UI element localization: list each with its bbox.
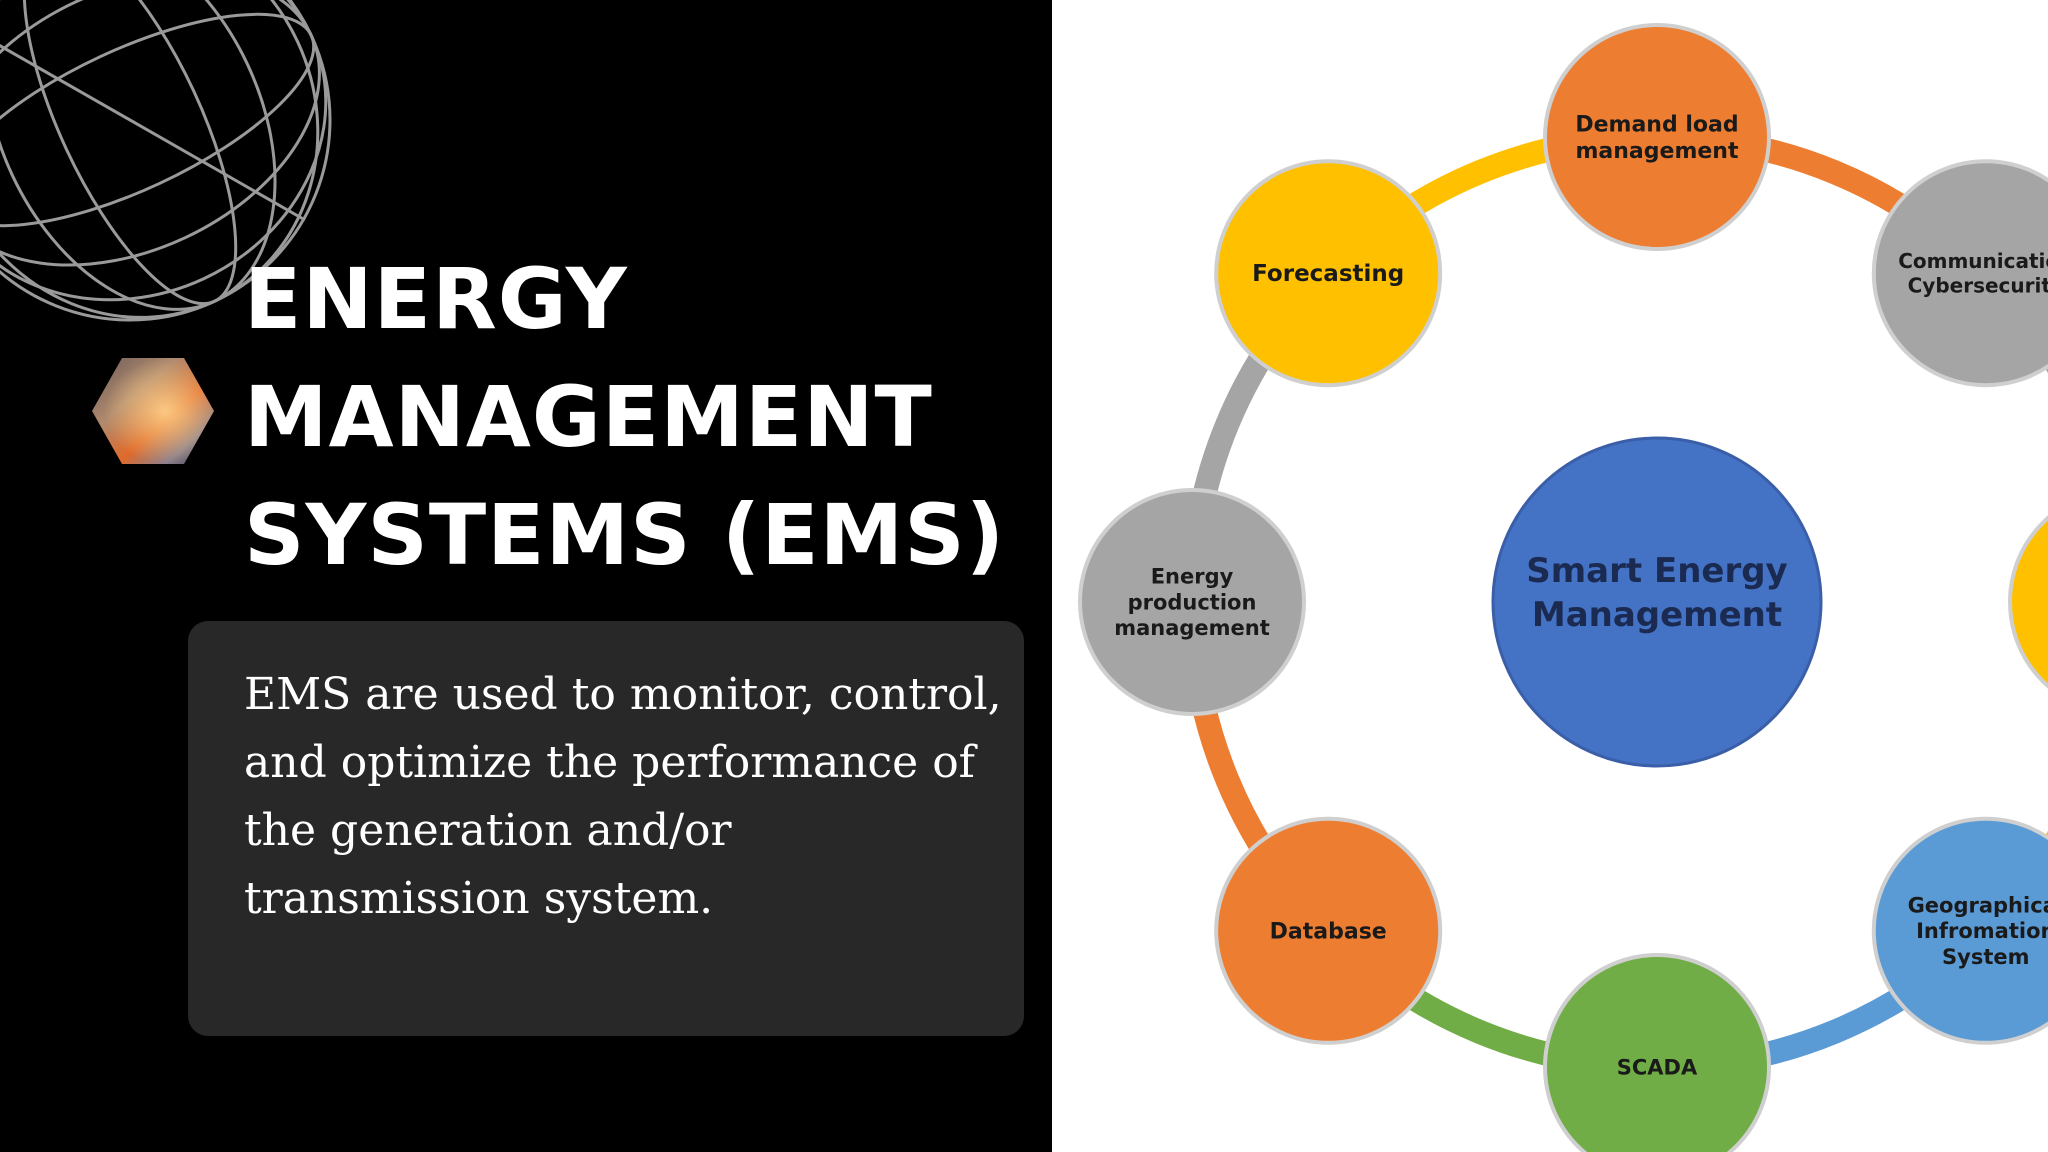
page-title: ENERGY MANAGEMENT SYSTEMS (EMS) bbox=[244, 240, 1044, 594]
node-forecast: Forecasting bbox=[1214, 159, 1443, 388]
node-scada: SCADA bbox=[1543, 953, 1771, 1152]
node-circle-forecast bbox=[1214, 159, 1443, 388]
node-label-gis: Infromation bbox=[1916, 919, 2048, 943]
node-circle-right bbox=[2008, 515, 2048, 689]
node-label-forecast: Forecasting bbox=[1252, 261, 1404, 287]
node-label-demand: management bbox=[1576, 139, 1739, 164]
node-circle-comm bbox=[1871, 159, 2048, 388]
node-circle-database bbox=[1214, 816, 1443, 1045]
node-label-production: management bbox=[1114, 616, 1270, 640]
title-line-1: ENERGY bbox=[244, 250, 628, 348]
node-label-gis: Geographical bbox=[1908, 894, 2048, 918]
node-circle-production bbox=[1078, 488, 1306, 716]
node-label-production: Energy bbox=[1151, 565, 1234, 589]
node-circle-scada bbox=[1543, 953, 1771, 1152]
description-card: EMS are used to monitor, control, and op… bbox=[188, 621, 1024, 1036]
center-label-line2: Management bbox=[1532, 595, 1782, 635]
node-comm: CommunicationCybersecurity bbox=[1871, 159, 2048, 388]
node-right bbox=[2008, 515, 2048, 689]
node-circle-gis bbox=[1871, 816, 2048, 1045]
title-line-3: SYSTEMS (EMS) bbox=[244, 486, 1006, 584]
center-label-line1: Smart Energy bbox=[1526, 551, 1787, 591]
title-line-2: MANAGEMENT bbox=[244, 368, 933, 466]
node-database: Database bbox=[1214, 816, 1443, 1045]
left-panel: ENERGY MANAGEMENT SYSTEMS (EMS) EMS are … bbox=[0, 0, 1044, 1036]
node-gis: GeographicalInfromationSystem bbox=[1871, 816, 2048, 1045]
node-label-gis: System bbox=[1942, 945, 2029, 969]
wireframe-globe-graphic bbox=[0, 0, 332, 322]
hexagon-photo-image bbox=[92, 358, 214, 464]
node-circle-demand bbox=[1543, 23, 1771, 251]
node-label-comm: Cybersecurity bbox=[1908, 273, 2048, 297]
node-label-production: production bbox=[1128, 590, 1257, 614]
node-label-scada: SCADA bbox=[1617, 1055, 1698, 1079]
description-text: EMS are used to monitor, control, and op… bbox=[244, 669, 1002, 924]
node-label-comm: Communication bbox=[1898, 249, 2048, 273]
node-label-demand: Demand load bbox=[1575, 112, 1738, 137]
node-label-database: Database bbox=[1270, 920, 1387, 945]
center-circle bbox=[1491, 436, 1823, 768]
